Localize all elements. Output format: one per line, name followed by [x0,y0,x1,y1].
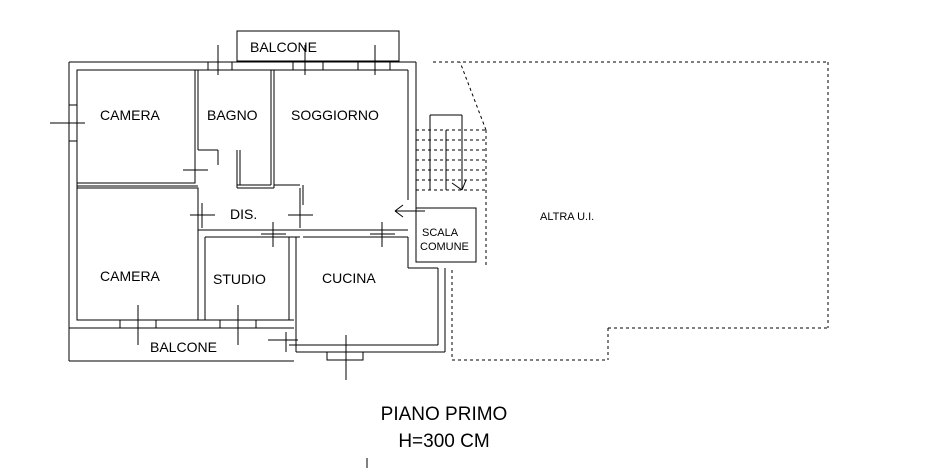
entrance-arrow-icon [394,204,425,218]
label-cucina: CUCINA [322,270,376,286]
plan-height: H=300 CM [398,431,489,452]
room-walls-soggiorno [274,184,304,205]
door-marks [50,45,395,380]
corridor-walls [197,188,408,352]
label-scala-1: SCALA [422,227,459,239]
label-studio: STUDIO [213,271,266,287]
plan-title: PIANO PRIMO [381,404,508,425]
room-walls-left [76,69,199,321]
room-walls-bagno [198,70,275,189]
label-dis: DIS. [230,206,257,222]
other-unit-outline [433,61,829,361]
stair [415,114,477,263]
stair-treads [416,129,486,191]
label-camera-top: CAMERA [100,107,161,123]
label-balcone-bottom: BALCONE [150,339,217,355]
label-balcone-top: BALCONE [250,39,317,55]
label-camera-bottom: CAMERA [100,268,161,284]
label-soggiorno: SOGGIORNO [291,107,379,123]
label-bagno: BAGNO [207,107,258,123]
label-altra-unit: ALTRA U.I. [540,211,594,223]
label-scala-2: COMUNE [420,241,469,253]
balcony-top [236,30,400,62]
